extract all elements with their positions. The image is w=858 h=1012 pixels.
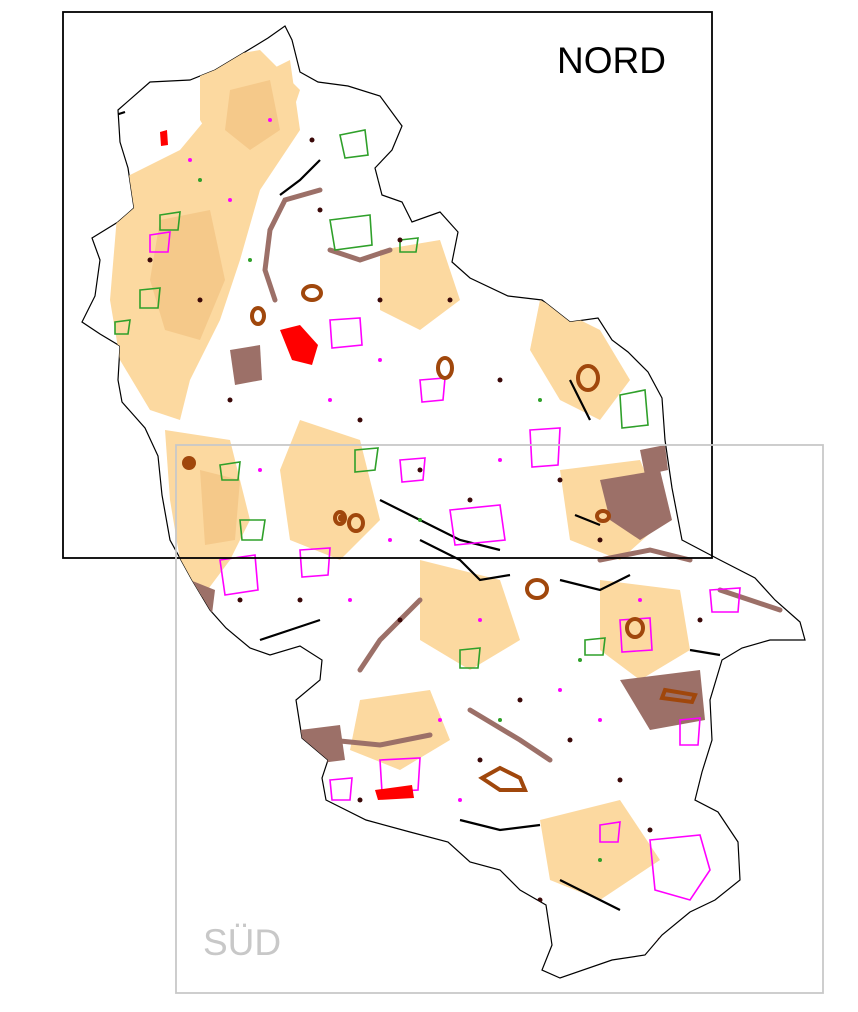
nord-frame xyxy=(62,11,713,559)
settlement-dense xyxy=(150,80,280,545)
district-shape xyxy=(81,25,806,979)
region-label-nord: NORD xyxy=(557,40,666,81)
magenta-points xyxy=(188,118,642,802)
rust-rings xyxy=(250,284,698,792)
rust-dots xyxy=(182,456,346,522)
red-areas xyxy=(160,130,414,800)
green-outlines xyxy=(114,129,649,669)
watercourse-lines xyxy=(262,187,783,763)
magenta-outlines xyxy=(149,231,741,901)
sued-frame xyxy=(175,444,824,994)
region-label-sued: SÜD xyxy=(203,922,282,963)
